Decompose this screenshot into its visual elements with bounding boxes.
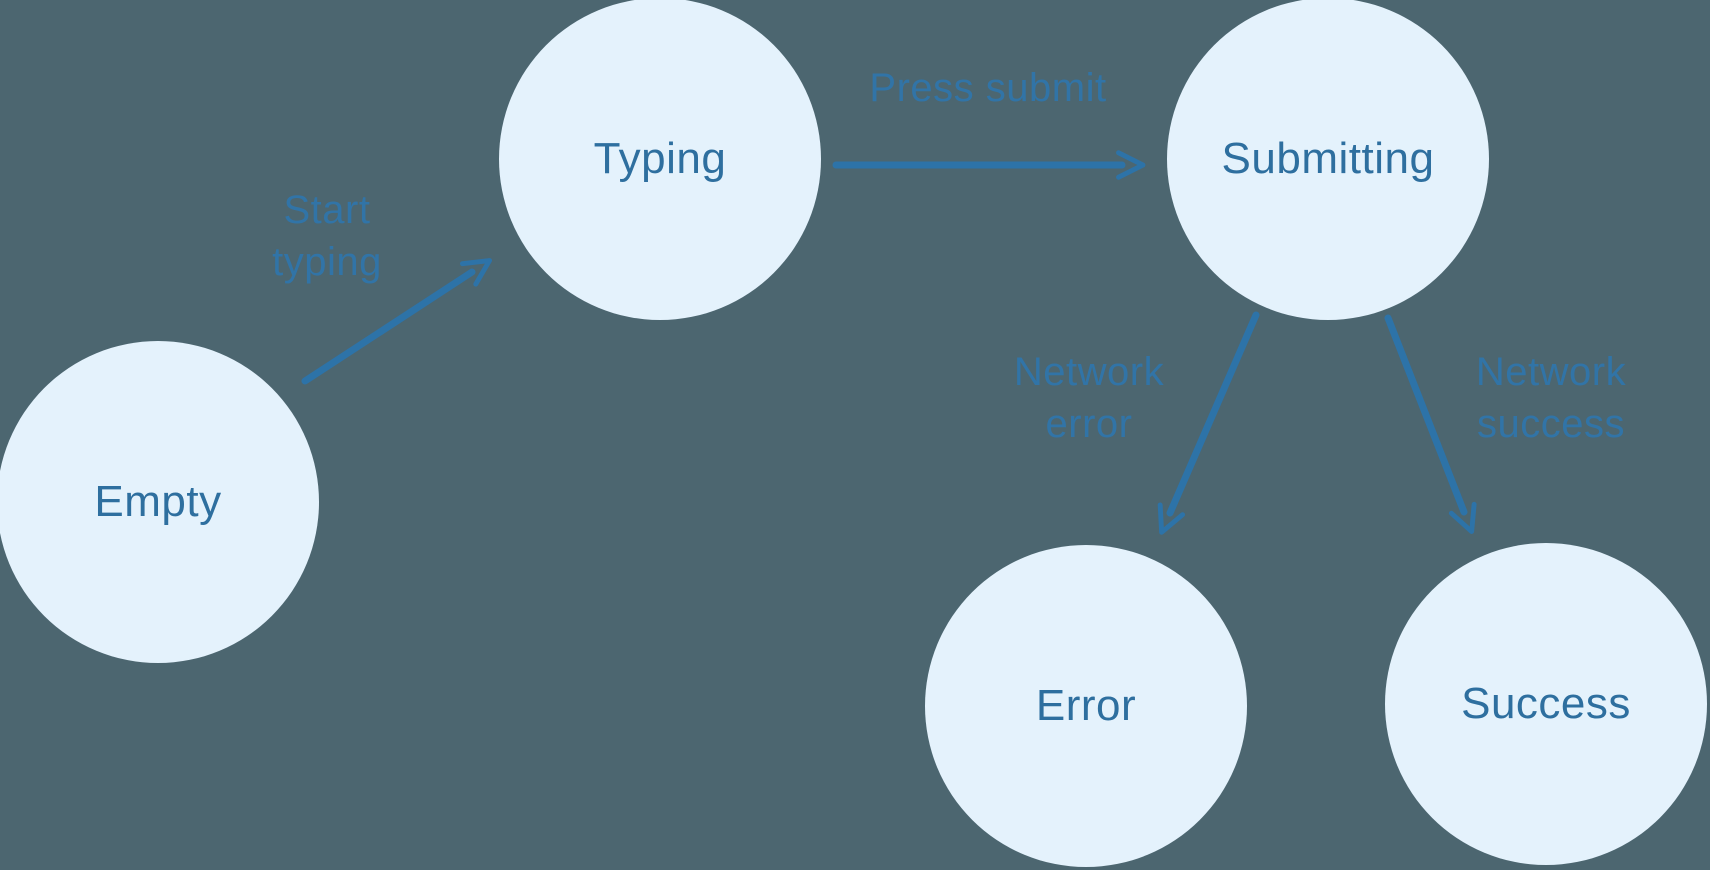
- edge-label-network-success: Network success: [1475, 350, 1627, 446]
- edge-label-press-submit: Press submit: [869, 66, 1107, 110]
- state-label-empty: Empty: [94, 477, 222, 526]
- arrow-submitting-to-error: [1157, 311, 1260, 535]
- state-node-error: Error: [925, 545, 1247, 867]
- state-label-success: Success: [1461, 679, 1631, 728]
- state-node-typing: Typing: [499, 0, 821, 320]
- edge-label-network-error: Network error: [1013, 350, 1165, 446]
- arrow-empty-to-typing: [301, 258, 493, 385]
- state-node-success: Success: [1385, 543, 1707, 865]
- state-node-empty: Empty: [0, 341, 319, 663]
- edge-label-start-typing: Start typing: [272, 188, 382, 284]
- state-node-submitting: Submitting: [1167, 0, 1489, 320]
- arrow-submitting-to-success: [1384, 314, 1477, 535]
- state-label-error: Error: [1035, 681, 1137, 730]
- state-label-typing: Typing: [593, 134, 727, 183]
- state-label-submitting: Submitting: [1221, 134, 1435, 183]
